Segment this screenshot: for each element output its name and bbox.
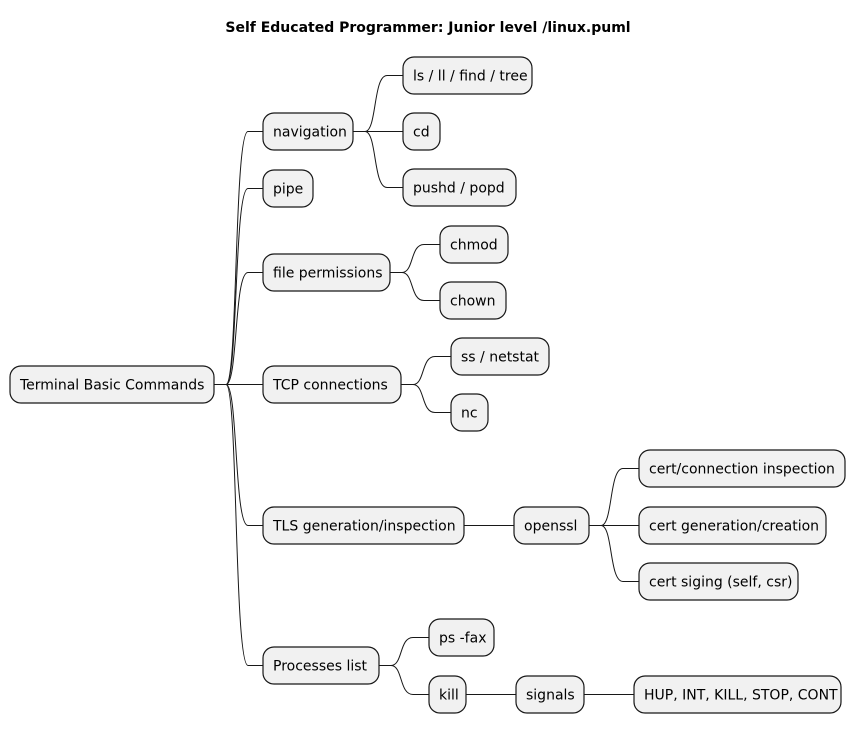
node-pipe: pipe (262, 169, 314, 208)
node-label: chown (450, 294, 495, 310)
node-label: ss / netstat (461, 350, 540, 366)
edge-navigation-to-ls-ll-find-tree (353, 75, 403, 132)
node-tcp-connections: TCP connections (262, 365, 402, 404)
node-box (402, 56, 533, 95)
node-label: chmod (450, 238, 498, 254)
node-box (450, 337, 550, 376)
node-box (428, 675, 467, 714)
node-label: cd (413, 125, 430, 141)
edge-terminal-basic-commands-to-navigation (214, 131, 263, 385)
node-box (513, 506, 590, 545)
node-kill: kill (428, 675, 467, 714)
node-box (262, 112, 354, 151)
edge-file-permissions-to-chown (390, 272, 440, 301)
node-box (262, 506, 465, 545)
node-label: pipe (273, 182, 303, 198)
edge-tcp-connections-to-nc (401, 384, 451, 413)
node-hup-int-kill-stop-cont: HUP, INT, KILL, STOP, CONT (633, 675, 842, 714)
node-label: cert generation/creation (649, 519, 819, 535)
edge-processes-list-to-kill (379, 665, 429, 695)
node-label: ps -fax (439, 631, 486, 647)
edge-terminal-basic-commands-to-tls-generation-inspection (214, 384, 263, 526)
edge-terminal-basic-commands-to-file-permissions (214, 272, 263, 385)
edge-terminal-basic-commands-to-processes-list (214, 384, 263, 666)
node-cert-siging-self-csr: cert siging (self, csr) (638, 562, 799, 601)
node-label: Processes list (273, 659, 368, 675)
node-ps-fax: ps -fax (428, 618, 495, 657)
edge-terminal-basic-commands-to-pipe (214, 188, 263, 385)
node-box (638, 506, 827, 545)
node-box (515, 675, 585, 714)
node-box (262, 253, 391, 292)
edge-navigation-to-pushd-popd (353, 131, 403, 188)
node-box (450, 393, 489, 432)
node-tls-generation-inspection: TLS generation/inspection (262, 506, 465, 545)
node-label: signals (526, 688, 575, 704)
node-label: kill (439, 688, 459, 704)
node-file-permissions: file permissions (262, 253, 391, 292)
node-box (9, 365, 215, 404)
node-pushd-popd: pushd / popd (402, 168, 517, 207)
node-cert-generation-creation: cert generation/creation (638, 506, 827, 545)
node-label: HUP, INT, KILL, STOP, CONT (644, 688, 838, 704)
node-cert-connection-inspection: cert/connection inspection (638, 449, 846, 488)
node-box (428, 618, 495, 657)
node-box (262, 169, 314, 208)
node-box (262, 646, 380, 685)
diagram-title: Self Educated Programmer: Junior level /… (225, 20, 630, 36)
node-label: Terminal Basic Commands (19, 378, 204, 394)
node-label: cert siging (self, csr) (649, 575, 792, 591)
node-box (402, 112, 441, 151)
node-label: TLS generation/inspection (272, 519, 456, 535)
node-label: file permissions (273, 266, 383, 282)
node-box (439, 225, 509, 264)
node-cd: cd (402, 112, 441, 151)
node-label: pushd / popd (413, 181, 505, 197)
node-box (638, 562, 799, 601)
node-label: ls / ll / find / tree (413, 69, 528, 85)
node-box (633, 675, 842, 714)
node-box (402, 168, 517, 207)
node-processes-list: Processes list (262, 646, 380, 685)
node-openssl: openssl (513, 506, 590, 545)
node-box (262, 365, 402, 404)
node-terminal-basic-commands: Terminal Basic Commands (9, 365, 215, 404)
node-nc: nc (450, 393, 489, 432)
edge-openssl-to-cert-connection-inspection (589, 468, 639, 526)
node-chown: chown (439, 281, 507, 320)
edge-tcp-connections-to-ss-netstat (401, 356, 451, 385)
node-navigation: navigation (262, 112, 354, 151)
node-box (439, 281, 507, 320)
node-label: cert/connection inspection (649, 462, 835, 478)
edge-openssl-to-cert-siging-self-csr (589, 525, 639, 582)
node-signals: signals (515, 675, 585, 714)
edge-processes-list-to-ps-fax (379, 637, 429, 666)
node-label: nc (461, 406, 478, 422)
node-chmod: chmod (439, 225, 509, 264)
edge-file-permissions-to-chmod (390, 244, 440, 273)
edges-layer (214, 75, 639, 696)
node-box (638, 449, 846, 488)
node-ls-ll-find-tree: ls / ll / find / tree (402, 56, 533, 95)
node-label: openssl (524, 519, 577, 535)
node-label: TCP connections (272, 378, 388, 394)
node-label: navigation (273, 125, 347, 141)
node-ss-netstat: ss / netstat (450, 337, 550, 376)
nodes-layer: Terminal Basic Commands navigation ls / ll… (9, 56, 846, 714)
